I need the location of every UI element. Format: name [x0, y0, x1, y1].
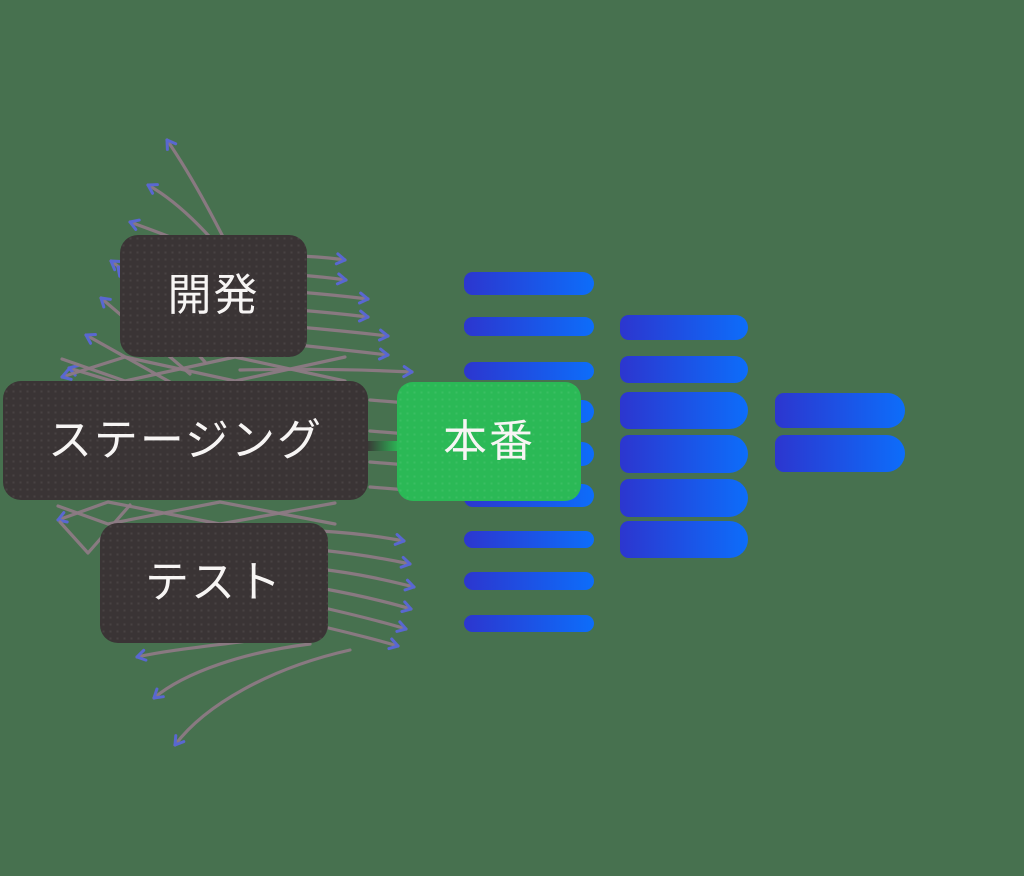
staging-to-production-connector [366, 441, 399, 451]
flow-curve [56, 500, 337, 526]
skeleton-bar [620, 435, 748, 473]
flow-curve [152, 642, 312, 700]
node-production-label: 本番 [443, 415, 535, 467]
node-production: 本番 [397, 382, 581, 501]
skeleton-bar [620, 479, 748, 517]
node-test-label: テスト [145, 557, 283, 608]
flow-curve [173, 648, 352, 747]
flow-curve [296, 325, 390, 342]
flow-curve [238, 365, 414, 379]
flow-curve [318, 567, 416, 592]
skeleton-bar [464, 531, 594, 548]
skeleton-bar [464, 572, 594, 590]
node-staging-label: ステージング [47, 414, 324, 466]
skeleton-bar [620, 315, 748, 340]
skeleton-bar [775, 435, 905, 472]
skeleton-bar [464, 317, 594, 336]
flow-curve [318, 529, 406, 546]
skeleton-bar [620, 392, 748, 429]
skeleton-bar [620, 521, 748, 558]
skeleton-bar [620, 356, 748, 383]
node-staging: ステージング [3, 381, 368, 500]
flow-curve [296, 343, 390, 361]
flow-curve [318, 586, 413, 614]
flow-curve [318, 548, 412, 569]
node-development-label: 開発 [167, 270, 260, 321]
flow-curve [318, 605, 408, 633]
skeleton-bar [464, 362, 594, 380]
flow-curve [58, 503, 132, 555]
curve-fan-test-right [318, 529, 416, 651]
node-development: 開発 [120, 235, 307, 357]
flow-curve [318, 624, 400, 651]
skeleton-bar [464, 272, 594, 295]
node-test: テスト [100, 523, 328, 643]
skeleton-bar [775, 393, 905, 428]
curve-band-staging-test [56, 500, 337, 555]
skeleton-bar [464, 615, 594, 632]
